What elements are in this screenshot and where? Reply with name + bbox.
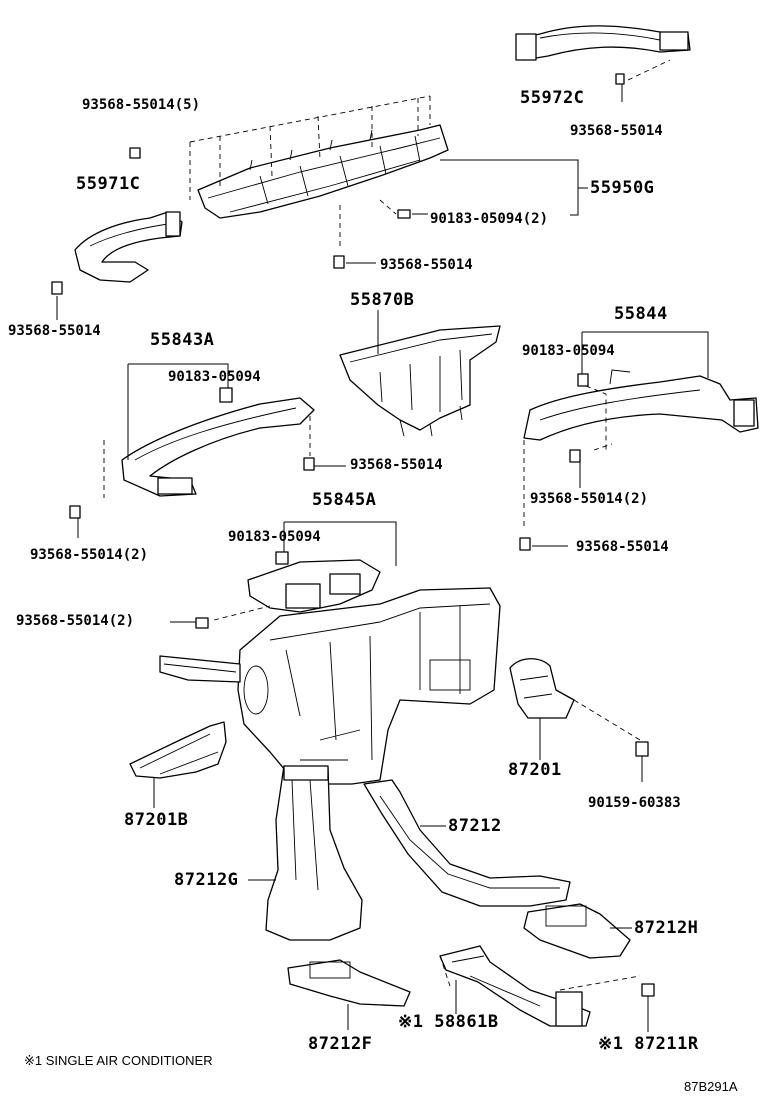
label-90159-60383: 90159-60383 xyxy=(588,795,681,811)
label-58861B: ※1 58861B xyxy=(398,1012,499,1032)
label-55972C: 55972C xyxy=(520,88,585,108)
label-93568-55014-2-left: 93568-55014(2) xyxy=(30,547,149,563)
duct-87212F xyxy=(287,959,411,1007)
label-93568-55014-2-g: 93568-55014(2) xyxy=(16,613,135,629)
footnote: ※1 SINGLE AIR CONDITIONER xyxy=(24,1053,213,1068)
label-93568-55014-f: 93568-55014 xyxy=(576,539,669,555)
clip-icon xyxy=(577,373,589,387)
label-55845A: 55845A xyxy=(312,490,377,510)
label-55950G: 55950G xyxy=(590,178,655,198)
duct-87212 xyxy=(363,779,571,907)
duct-55971C xyxy=(74,211,183,283)
label-90183-05094-2: 90183-05094(2) xyxy=(430,211,549,227)
label-55870B: 55870B xyxy=(350,290,415,310)
clip-icon xyxy=(397,209,411,219)
duct-55845A xyxy=(247,559,381,613)
hvac-unit xyxy=(159,587,501,785)
label-87212F: 87212F xyxy=(308,1034,373,1054)
label-93568-55014-5: 93568-55014(5) xyxy=(82,97,201,113)
label-87201: 87201 xyxy=(508,760,562,780)
label-93568-55014-top-right: 93568-55014 xyxy=(570,123,663,139)
clip-icon xyxy=(219,387,233,403)
duct-87212H xyxy=(523,903,631,959)
label-55971C: 55971C xyxy=(76,174,141,194)
label-93568-55014-mid: 93568-55014 xyxy=(380,257,473,273)
duct-55843A xyxy=(121,397,315,497)
label-93568-55014-c: 93568-55014 xyxy=(350,457,443,473)
label-87211R: ※1 87211R xyxy=(598,1034,699,1054)
label-87212: 87212 xyxy=(448,816,502,836)
label-90183-05094-right: 90183-05094 xyxy=(522,343,615,359)
label-93568-55014-2-right: 93568-55014(2) xyxy=(530,491,649,507)
label-87201B: 87201B xyxy=(124,810,189,830)
label-90183-05094-left: 90183-05094 xyxy=(168,369,261,385)
label-55843A: 55843A xyxy=(150,330,215,350)
clip-icon xyxy=(275,551,289,565)
label-55844: 55844 xyxy=(614,304,668,324)
diagram-code: 87B291A xyxy=(684,1079,738,1094)
label-87212H: 87212H xyxy=(634,918,699,938)
screw-icon xyxy=(615,73,625,85)
duct-58861B xyxy=(439,945,591,1027)
duct-55844 xyxy=(523,369,759,441)
duct-87201 xyxy=(509,658,575,719)
duct-55950G xyxy=(197,124,449,219)
duct-87201B xyxy=(129,721,227,779)
duct-87212G xyxy=(265,765,363,941)
duct-55972C xyxy=(515,25,691,61)
screw-icon xyxy=(51,147,345,295)
screw-icon xyxy=(519,449,581,551)
label-87212G: 87212G xyxy=(174,870,239,890)
label-93568-55014-left: 93568-55014 xyxy=(8,323,101,339)
duct-55870B xyxy=(339,325,501,437)
label-90183-05094-c: 90183-05094 xyxy=(228,529,321,545)
